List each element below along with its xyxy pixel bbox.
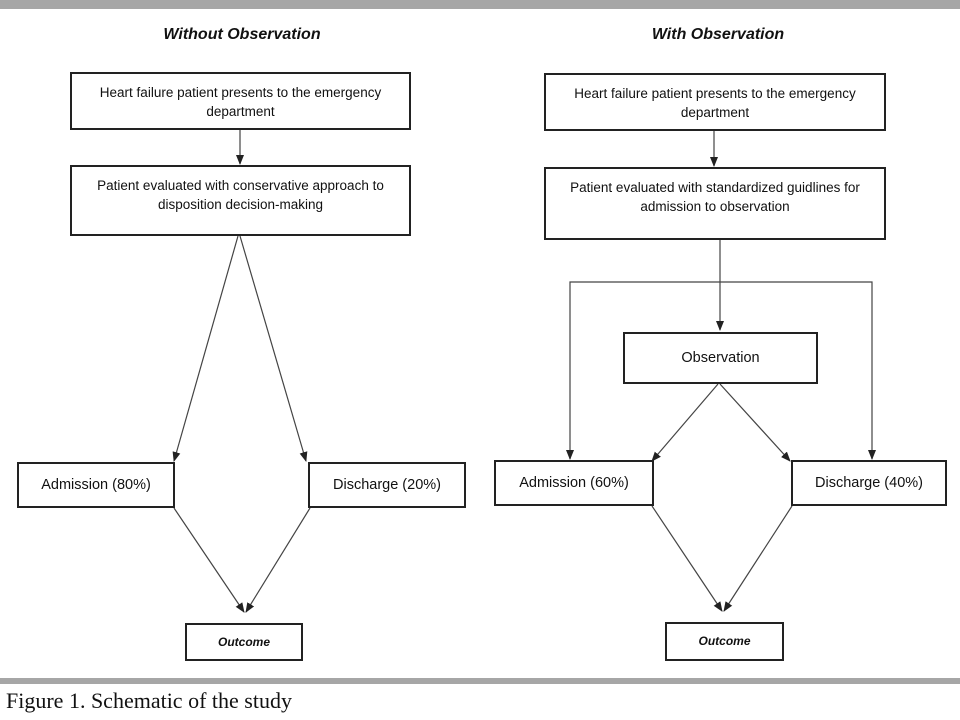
right-presents-box: Heart failure patient presents to the em…: [544, 73, 886, 131]
right-evaluated-text: Patient evaluated with standardized guid…: [570, 180, 860, 214]
arrow-bypass-to-admission: [566, 281, 720, 460]
right-admission-box: Admission (60%): [494, 460, 654, 506]
right-observation-text: Observation: [681, 350, 760, 366]
arrow-admission-to-outcome-left: [173, 507, 245, 613]
arrow-evaluated-to-admission-left: [172, 235, 239, 462]
right-discharge-text: Discharge (40%): [815, 475, 923, 491]
left-evaluated-box: Patient evaluated with conservative appr…: [70, 165, 411, 236]
arrow-observation-to-discharge: [719, 383, 791, 462]
right-discharge-box: Discharge (40%): [791, 460, 947, 506]
right-admission-text: Admission (60%): [519, 475, 629, 491]
figure-caption: Figure 1. Schematic of the study: [6, 688, 292, 713]
left-outcome-box: Outcome: [185, 623, 303, 661]
left-discharge-text: Discharge (20%): [333, 477, 441, 493]
left-presents-box: Heart failure patient presents to the em…: [70, 72, 411, 130]
right-column-title: With Observation: [651, 26, 785, 43]
right-outcome-text: Outcome: [698, 634, 751, 649]
arrow-observation-to-admission: [651, 383, 719, 462]
arrow-admission-to-outcome-right: [651, 505, 723, 612]
arrow-discharge-to-outcome-right: [723, 505, 793, 612]
arrow-evaluated-to-discharge-left: [239, 235, 308, 462]
left-admission-text: Admission (80%): [41, 477, 151, 493]
left-presents-text: Heart failure patient presents to the em…: [99, 85, 382, 119]
left-discharge-box: Discharge (20%): [308, 462, 466, 508]
left-admission-box: Admission (80%): [17, 462, 175, 508]
right-presents-text: Heart failure patient presents to the em…: [574, 86, 856, 120]
top-border-bar: [0, 0, 960, 9]
arrow-bypass-to-discharge: [720, 281, 876, 460]
right-observation-box: Observation: [623, 332, 818, 384]
left-evaluated-text: Patient evaluated with conservative appr…: [97, 178, 384, 212]
bottom-divider-bar: [0, 678, 960, 684]
left-column-title: Without Observation: [163, 26, 321, 43]
left-outcome-text: Outcome: [217, 634, 270, 649]
right-evaluated-box: Patient evaluated with standardized guid…: [544, 167, 886, 240]
arrow-discharge-to-outcome-left: [245, 507, 311, 613]
right-outcome-box: Outcome: [665, 622, 784, 661]
